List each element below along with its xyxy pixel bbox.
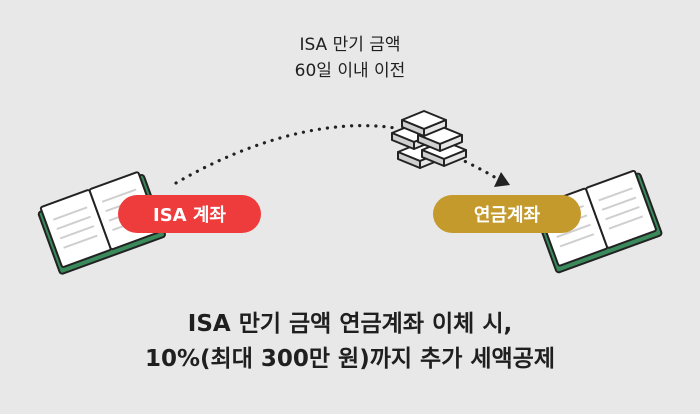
isa-account-label: ISA 계좌 (118, 195, 261, 233)
transfer-arrow-path (174, 124, 397, 185)
summary-title: ISA 만기 금액 연금계좌 이체 시, 10%(최대 300만 원)까지 추가… (40, 307, 660, 377)
arrowhead-icon (494, 172, 510, 187)
summary-line1: ISA 만기 금액 연금계좌 이체 시, (187, 311, 513, 337)
transfer-note-line1: ISA 만기 금액 (299, 35, 401, 55)
transfer-note-line2: 60일 이내 이전 (294, 61, 406, 81)
pension-account-label: 연금계좌 (433, 195, 581, 233)
summary-line2: 10%(최대 300만 원)까지 추가 세액공제 (144, 346, 556, 372)
transfer-note: ISA 만기 금액 60일 이내 이전 (240, 32, 460, 84)
cash-stack-icon (391, 110, 467, 169)
transfer-arrow-path-end (456, 156, 498, 180)
